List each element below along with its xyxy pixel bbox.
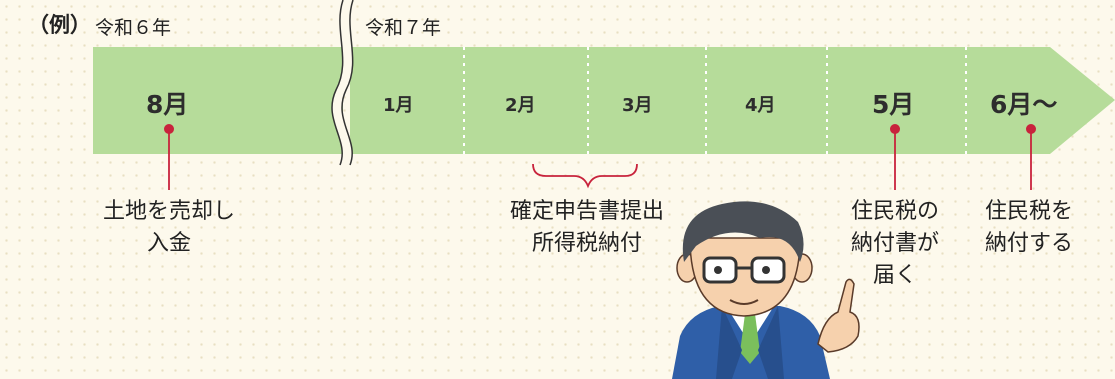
note-payment-line2: 納付する: [984, 231, 1073, 256]
marker-jun: [1026, 124, 1036, 190]
note-notice-line3: 届く: [872, 263, 917, 288]
month-apr: 4月: [745, 95, 776, 116]
note-notice-line2: 納付書が: [850, 231, 939, 256]
year-break: [331, 0, 353, 165]
timeline-band-arrow: [350, 47, 1115, 154]
note-filing: 確定申告書提出 所得税納付: [482, 196, 692, 260]
year-label-right: 令和７年: [365, 17, 442, 39]
note-notice: 住民税の 納付書が 届く: [836, 196, 954, 292]
presenter-illustration: [672, 201, 860, 379]
note-payment: 住民税を 納付する: [970, 196, 1088, 260]
marker-aug: [164, 124, 174, 190]
note-filing-line1: 確定申告書提出: [509, 199, 664, 224]
month-jun: 6月〜: [990, 90, 1058, 119]
month-aug: 8月: [146, 90, 189, 119]
month-mar: 3月: [622, 95, 653, 116]
month-jan: 1月: [383, 95, 414, 116]
month-may: 5月: [872, 90, 915, 119]
year-break-line-left: [331, 0, 344, 166]
marker-may: [890, 124, 900, 190]
timeline-band-left: [93, 47, 343, 154]
note-notice-line1: 住民税の: [850, 199, 939, 224]
note-payment-line1: 住民税を: [984, 199, 1073, 224]
year-break-line-right: [341, 0, 354, 166]
year-label-left: 令和６年: [95, 17, 172, 39]
month-feb: 2月: [505, 95, 536, 116]
note-sale-line2: 入金: [146, 231, 191, 256]
note-sale-line1: 土地を売却し: [102, 199, 235, 224]
note-filing-line2: 所得税納付: [531, 231, 642, 256]
note-sale: 土地を売却し 入金: [84, 196, 254, 260]
feb-mar-brace: [532, 163, 638, 189]
month-dividers: [463, 47, 967, 154]
example-label: （例）: [28, 13, 91, 37]
